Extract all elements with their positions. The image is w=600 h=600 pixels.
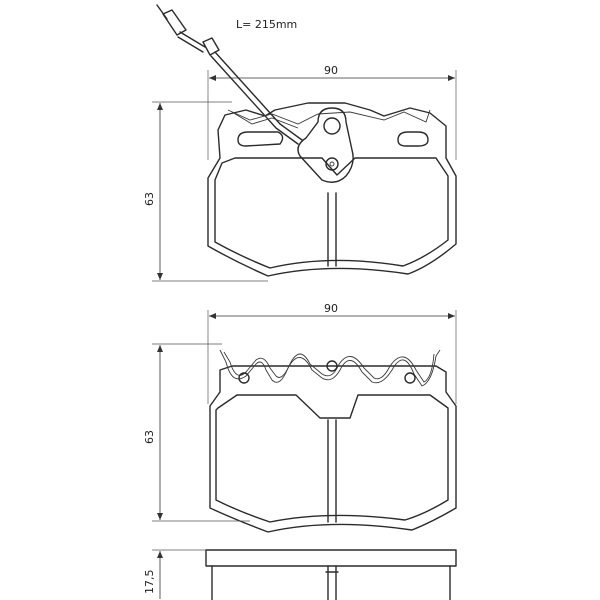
backing-plate-top (207, 102, 457, 277)
wire-length-label: L= 215mm (236, 18, 297, 31)
sensor-rivet (323, 117, 341, 135)
pad-view-side: 17,5 (143, 549, 457, 600)
side-backing-plate (205, 549, 457, 567)
top-width-label: 90 (324, 64, 338, 77)
wear-sensor-wire: L= 215mm (156, 4, 303, 145)
right-clip-hole (397, 131, 429, 147)
pad-view-top: 90 63 (143, 64, 457, 282)
top-height-label: 63 (143, 192, 156, 206)
middle-height-label: 63 (143, 430, 156, 444)
pad-view-middle: 90 63 (143, 302, 457, 533)
side-thickness-label: 17,5 (143, 570, 156, 595)
left-clip-hole (237, 131, 284, 147)
backing-plate-middle (209, 365, 457, 533)
friction-pad-middle (215, 394, 449, 523)
friction-pad-top (214, 157, 449, 269)
spring-clip-top (227, 109, 431, 125)
spring-clip-middle (219, 349, 441, 387)
side-friction-material (211, 565, 451, 600)
middle-width-label: 90 (324, 302, 338, 315)
